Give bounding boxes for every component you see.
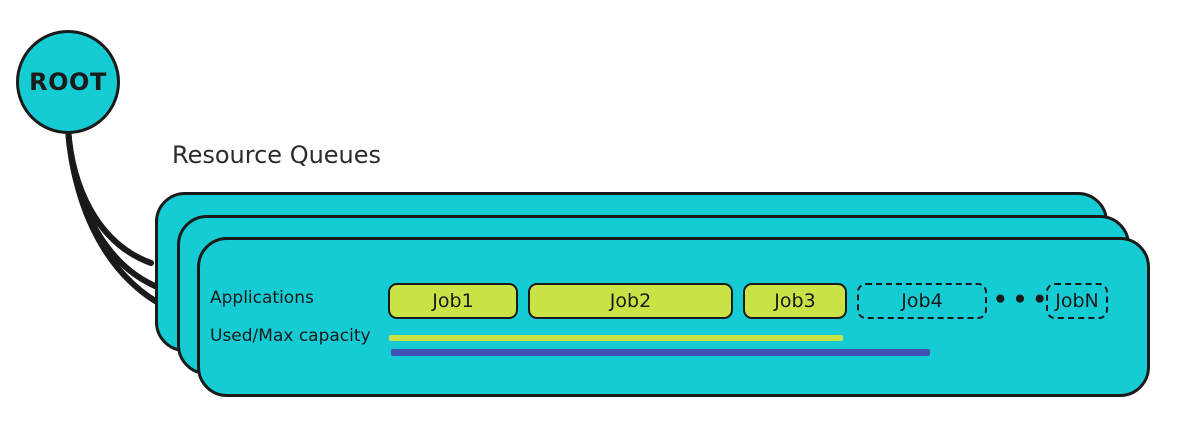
job-box-3-label: Job3: [774, 290, 816, 312]
job-box-n: JobN: [1046, 283, 1108, 319]
job-box-3: Job3: [743, 283, 847, 319]
queue-title: Resource Queues: [172, 141, 382, 169]
job-box-1: Job1: [388, 283, 518, 319]
job-box-2: Job2: [528, 283, 733, 319]
used-capacity-bar: [389, 335, 843, 341]
root-node: ROOT: [16, 30, 120, 134]
connector-line-back: [65, 126, 154, 266]
job-box-n-label: JobN: [1055, 290, 1099, 312]
job-box-4-label: Job4: [901, 290, 943, 312]
ellipsis-dots: •••: [992, 287, 1053, 313]
job-box-4: Job4: [857, 283, 987, 319]
max-capacity-bar: [391, 349, 930, 356]
applications-label: Applications: [210, 288, 314, 308]
root-node-label: ROOT: [29, 68, 107, 96]
job-box-2-label: Job2: [609, 290, 652, 312]
job-box-1-label: Job1: [432, 290, 474, 312]
capacity-label: Used/Max capacity: [210, 326, 371, 346]
